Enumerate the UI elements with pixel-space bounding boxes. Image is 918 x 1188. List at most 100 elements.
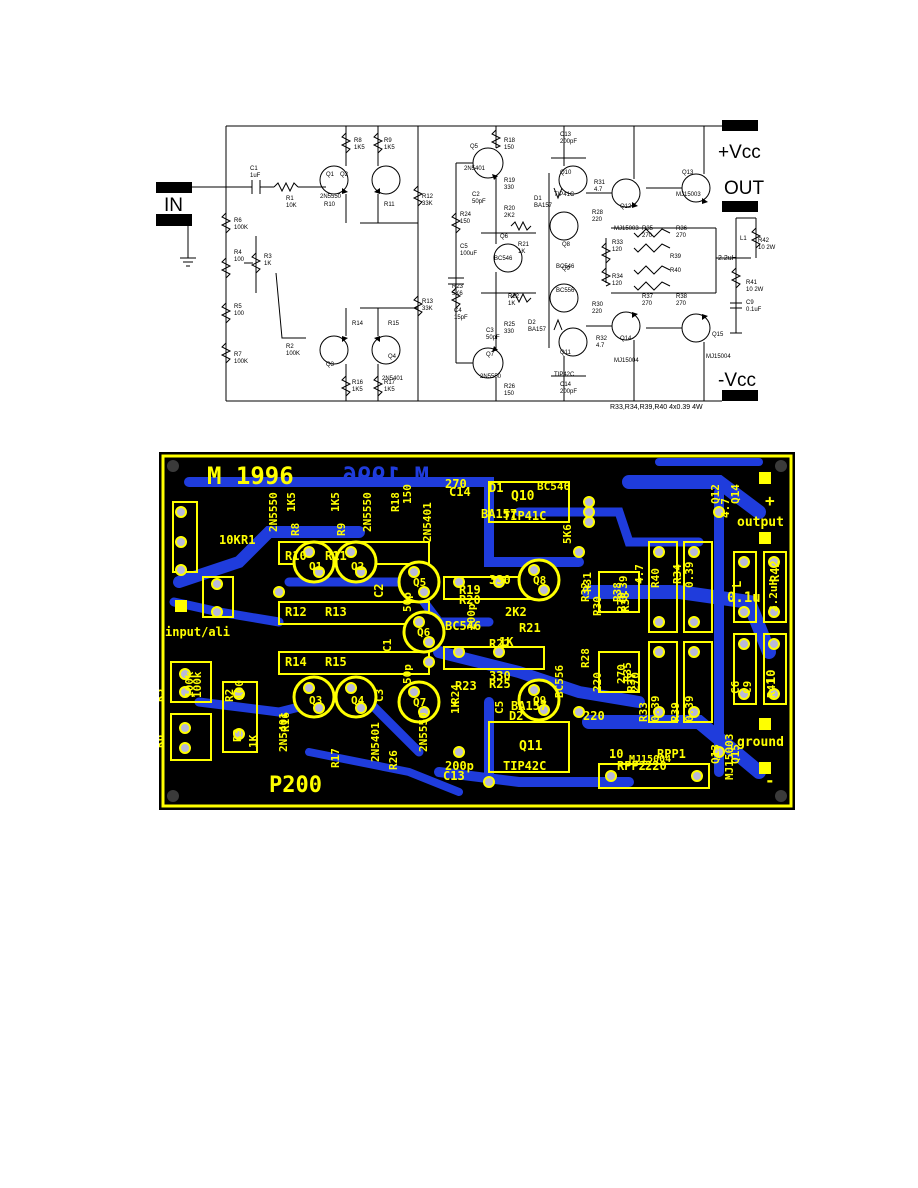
- pcb-pad: [538, 704, 550, 716]
- pcb-silk-label: C6: [729, 680, 742, 694]
- pcb-pad: [453, 646, 465, 658]
- pcb-pad: [738, 638, 750, 650]
- pcb-silk-label: Q4: [351, 694, 365, 707]
- pcb-silk-label: 2N5550: [361, 492, 374, 532]
- resistor-value: 1K: [518, 249, 525, 255]
- pcb-silk-label: R37: [625, 672, 638, 692]
- pcb-silk-label: 10: [764, 670, 778, 684]
- schematic-note: R33,R34,R39,R40 4x0.39 4W: [610, 404, 703, 411]
- resistor-value: 10 2W: [746, 287, 764, 293]
- transistor-ref: Q7: [486, 352, 495, 358]
- pcb-pad: [713, 506, 725, 518]
- pcb-pad: [493, 646, 505, 658]
- capacitor-ref: C2: [472, 192, 480, 198]
- pcb-silk-label: R1: [241, 533, 255, 547]
- resistor-value: 1K5: [384, 387, 395, 393]
- pcb-pad: [418, 586, 430, 598]
- pcb-pad: [453, 576, 465, 588]
- resistor-ref: R8: [354, 138, 362, 144]
- pcb-silk-label: R14: [285, 655, 307, 669]
- resistor-value: 100: [234, 257, 245, 263]
- terminal-input: IN: [164, 195, 183, 216]
- resistor-ref: R2: [286, 344, 294, 350]
- capacitor-value: 15pF: [454, 315, 468, 321]
- pcb-silk-label: 1K: [449, 700, 462, 714]
- pcb-silk-label: 220: [591, 672, 604, 692]
- pcb-pad: [423, 636, 435, 648]
- pcb-pad: [573, 706, 585, 718]
- pcb-pad: [583, 496, 595, 508]
- pcb-pad: [273, 586, 285, 598]
- pcb-silk-label: Q10: [511, 489, 535, 504]
- diode-type: BA157: [528, 327, 547, 333]
- pcb-ground-label: ground: [737, 735, 784, 750]
- pcb-pad: [355, 566, 367, 578]
- pcb-pad: [179, 668, 191, 680]
- capacitor-value: 100uF: [460, 251, 477, 257]
- resistor-value: 5K6: [452, 291, 463, 297]
- pcb-silk-label: R33: [637, 702, 650, 722]
- pcb-pad: [573, 546, 585, 558]
- pcb-silk-label: BC546: [445, 619, 481, 633]
- resistor-ref: R11: [384, 202, 395, 208]
- transistor-ref: Q10: [560, 170, 572, 176]
- pcb-silk-label: MJ15004: [629, 754, 671, 765]
- pcb-pad: [483, 776, 495, 788]
- resistor-ref: R1: [286, 196, 294, 202]
- pcb-silk-label: 0.39: [683, 696, 696, 723]
- pcb-silk-label: 200p: [445, 759, 474, 773]
- resistor-value: 100: [234, 311, 245, 317]
- resistor-ref: R14: [352, 321, 364, 327]
- transistor-ref: Q5: [470, 144, 479, 150]
- transistor-ref: Q1: [326, 172, 335, 178]
- pcb-silk-label: R11: [325, 549, 347, 563]
- resistor-value: 330: [504, 185, 515, 191]
- pcb-silk-label: 4.7: [719, 498, 732, 518]
- pcb-silk-label: 270: [629, 672, 642, 692]
- pcb-pad: [175, 564, 187, 576]
- resistor-ref: R16: [352, 380, 364, 386]
- pcb-silk-label: Q13: [709, 744, 722, 764]
- terminal-output: OUT: [724, 178, 765, 199]
- resistor-ref: R33: [612, 240, 624, 246]
- resistor-ref: R20: [504, 206, 516, 212]
- transistor-type: TIP42C: [554, 372, 575, 378]
- pcb-silk-label: R34: [671, 564, 684, 584]
- pcb-pad: [211, 606, 223, 618]
- resistor-ref: R5: [234, 304, 242, 310]
- transistor-type: MJ15004: [614, 358, 639, 364]
- resistor-ref: R4: [234, 250, 242, 256]
- pcb-silk-label: C3: [373, 689, 386, 702]
- transistor-ref: Q12: [620, 204, 632, 210]
- resistor-ref: R22: [508, 294, 520, 300]
- pcb-silk-label: 270: [615, 592, 628, 612]
- pcb-pad: [355, 702, 367, 714]
- pcb-silk-label: 1K5: [329, 492, 342, 512]
- pcb-pad: [688, 546, 700, 558]
- resistor-value: 120: [612, 247, 623, 253]
- resistor-ref: R32: [596, 336, 608, 342]
- pcb-output-label: output: [737, 515, 784, 530]
- pcb-pad: [583, 506, 595, 518]
- pcb-pad: [713, 746, 725, 758]
- resistor-value: 150: [504, 391, 515, 397]
- pcb-silk-label: 1K: [247, 734, 260, 748]
- resistor-value: 220: [592, 309, 603, 315]
- resistor-value: 100K: [286, 351, 300, 357]
- pcb-silk-label: C2: [372, 584, 386, 598]
- capacitor-ref: C3: [486, 328, 494, 334]
- transistor-type: BC546: [556, 264, 575, 270]
- resistor-value: 1K5: [384, 145, 395, 151]
- diode-ref: D1: [534, 196, 542, 202]
- resistor-value: 330: [504, 329, 515, 335]
- pcb-silk-label: 10K: [219, 533, 241, 547]
- pcb-silk-label: RPP1: [657, 747, 686, 761]
- pcb-silk-label: RPP2: [617, 759, 646, 773]
- pcb-silk-label: Q14: [729, 484, 742, 504]
- pcb-pad: [453, 746, 465, 758]
- resistor-ref: R24: [460, 212, 472, 218]
- resistor-ref: R28: [592, 210, 604, 216]
- pcb-pad: [418, 706, 430, 718]
- pcb-pad: [303, 682, 315, 694]
